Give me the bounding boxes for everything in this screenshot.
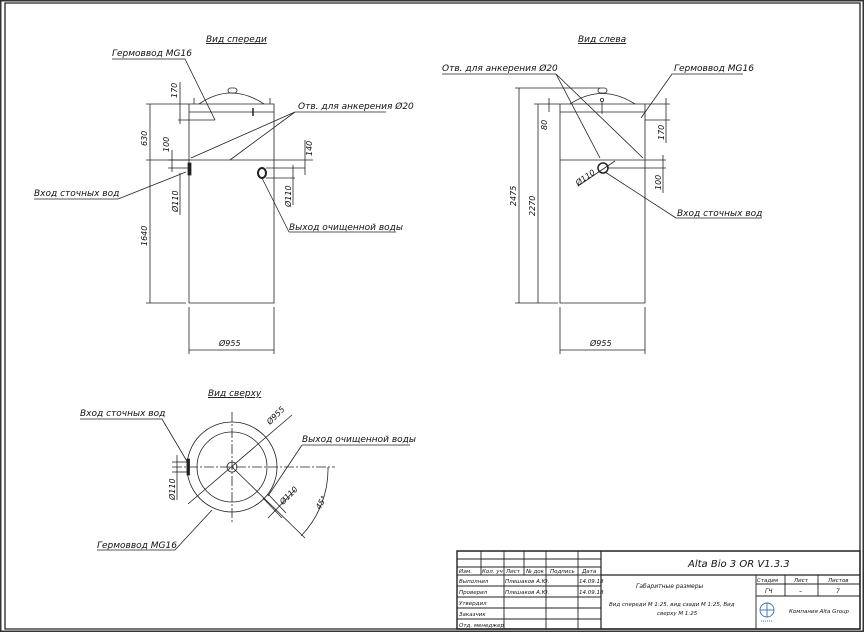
side-label-cable-gland: Гермоввод MG16 (674, 64, 754, 74)
tb-row-name: Плешаков А.Ю. (505, 590, 550, 596)
tb-header-list: Лист (505, 569, 521, 575)
side-dim-pipe-dia: Ø110 (573, 167, 597, 188)
side-label-inlet: Вход сточных вод (677, 209, 762, 219)
tb-row-role: Выполнил (459, 579, 489, 585)
top-dim-angle: 45° (314, 494, 329, 511)
front-dim-100: 100 (162, 137, 171, 152)
top-label-cable-gland: Гермоввод MG16 (97, 541, 177, 551)
top-dim-outlet-dia: Ø110 (277, 484, 300, 507)
top-view (80, 412, 410, 550)
front-dim-outlet-dia: Ø110 (283, 185, 293, 208)
tb-row-role: Отд. менеджер (459, 623, 504, 629)
tb-sheet-label: Лист (793, 578, 809, 584)
front-dim-170: 170 (170, 83, 179, 98)
tb-product-name: Alta Bio 3 OR V1.3.3 (687, 559, 790, 570)
front-label-outlet: Выход очищенной воды (289, 223, 403, 233)
top-dim-inlet-dia: Ø110 (167, 478, 177, 501)
front-dim-1640: 1640 (140, 226, 149, 246)
side-dim-width: Ø955 (589, 338, 612, 348)
front-dim-140: 140 (305, 141, 314, 156)
front-hatch (228, 88, 237, 93)
front-dim-width: Ø955 (218, 338, 241, 348)
side-tank-body (560, 104, 645, 303)
tb-doc-desc-2: сверху М 1:25 (657, 611, 698, 617)
front-dim-inlet-dia: Ø110 (170, 190, 180, 213)
tb-company: Компания Alta Group (789, 609, 850, 615)
top-view-title: Вид сверху (208, 389, 262, 399)
front-view (34, 59, 396, 354)
front-outlet-pipe (257, 167, 267, 179)
title-block (457, 551, 860, 629)
side-dim-80: 80 (540, 120, 549, 130)
tb-row-name: Плешаков А.Ю. (505, 579, 550, 585)
tb-doc-desc-1: Вид спереди М 1:25, вид сзади М 1:25, Ви… (609, 602, 735, 608)
side-dim-100: 100 (654, 175, 663, 190)
side-label-anchor-holes: Отв. для анкерения Ø20 (442, 63, 558, 74)
front-label-anchor-holes: Отв. для анкерения Ø20 (298, 101, 414, 112)
tb-header-doc: № док (525, 569, 545, 575)
side-dim-2475: 2475 (509, 186, 518, 206)
front-label-inlet: Вход сточных вод (34, 189, 119, 199)
front-tank-body (189, 104, 274, 303)
top-dim-diameter: Ø955 (264, 404, 287, 427)
tb-stage-label: Стадия (757, 578, 779, 584)
tb-header-izm: Изм. (459, 569, 472, 575)
tb-sheets-label: Листов (827, 578, 849, 584)
tb-header-date: Дата (581, 569, 597, 575)
tb-sheet-value: – (799, 588, 802, 595)
drawing-frame (5, 3, 860, 629)
front-dim-630: 630 (140, 131, 149, 146)
tb-row-role: Проверил (459, 590, 488, 596)
tb-row-role: Утвердил (459, 601, 487, 607)
tb-doc-title: Габаритные размеры (636, 583, 704, 590)
side-view (442, 74, 762, 354)
side-dim-2270: 2270 (528, 196, 537, 216)
front-dome (199, 93, 264, 104)
front-view-title: Вид спереди (206, 35, 267, 45)
side-dome (570, 94, 635, 105)
tb-stage-value: ГЧ (765, 588, 772, 595)
tb-row-date: 14.09.18 (579, 590, 604, 596)
tb-sheets-value: 7 (836, 588, 840, 595)
front-label-cable-gland: Гермоввод MG16 (112, 49, 192, 59)
tb-row-role: Заказчик (459, 612, 486, 618)
side-view-title: Вид слева (578, 35, 626, 45)
tb-row-date: 14.09.18 (579, 579, 604, 585)
side-dim-170: 170 (657, 125, 666, 140)
tb-header-kol: Кол. уч (482, 569, 504, 575)
top-label-outlet: Выход очищенной воды (302, 435, 416, 445)
top-label-inlet: Вход сточных вод (80, 409, 165, 419)
tb-header-sign: Подпись (550, 569, 575, 575)
